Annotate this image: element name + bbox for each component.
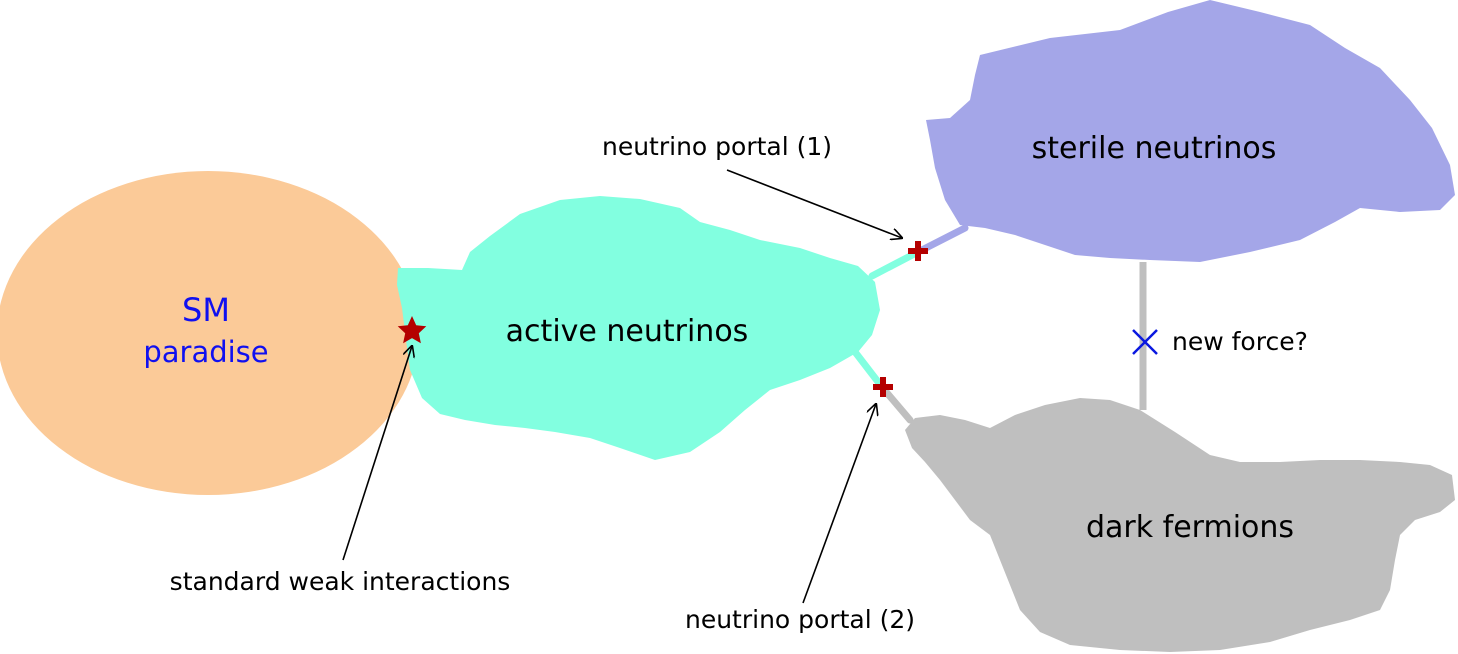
arrow-portal-2 (802, 404, 876, 604)
connector-active-dark-gray (878, 383, 914, 424)
active-neutrinos-label: active neutrinos (506, 314, 749, 349)
x-cross-icon (1132, 329, 1158, 355)
portal-2-label: neutrino portal (2) (685, 605, 915, 634)
arrow-portal-1 (726, 169, 902, 238)
dark-fermions-region (905, 398, 1455, 652)
sm-subtitle: paradise (143, 335, 268, 369)
sterile-neutrinos-region (926, 0, 1455, 262)
weak-interactions-label: standard weak interactions (170, 567, 511, 596)
plus-icon (908, 241, 928, 261)
star-icon (397, 316, 427, 344)
sm-paradise-region (0, 171, 419, 495)
dark-fermions-label: dark fermions (1086, 510, 1294, 545)
connector-active-dark-cyan (848, 344, 886, 391)
sterile-neutrinos-label: sterile neutrinos (1032, 131, 1277, 166)
connector-active-sterile-cyan (868, 248, 922, 280)
sm-title: SM (182, 291, 230, 329)
active-neutrinos-region (397, 196, 880, 460)
arrow-weak-interactions (342, 346, 412, 561)
plus-icon (873, 377, 893, 397)
new-force-label: new force? (1172, 327, 1308, 356)
portal-1-label: neutrino portal (1) (602, 132, 832, 161)
